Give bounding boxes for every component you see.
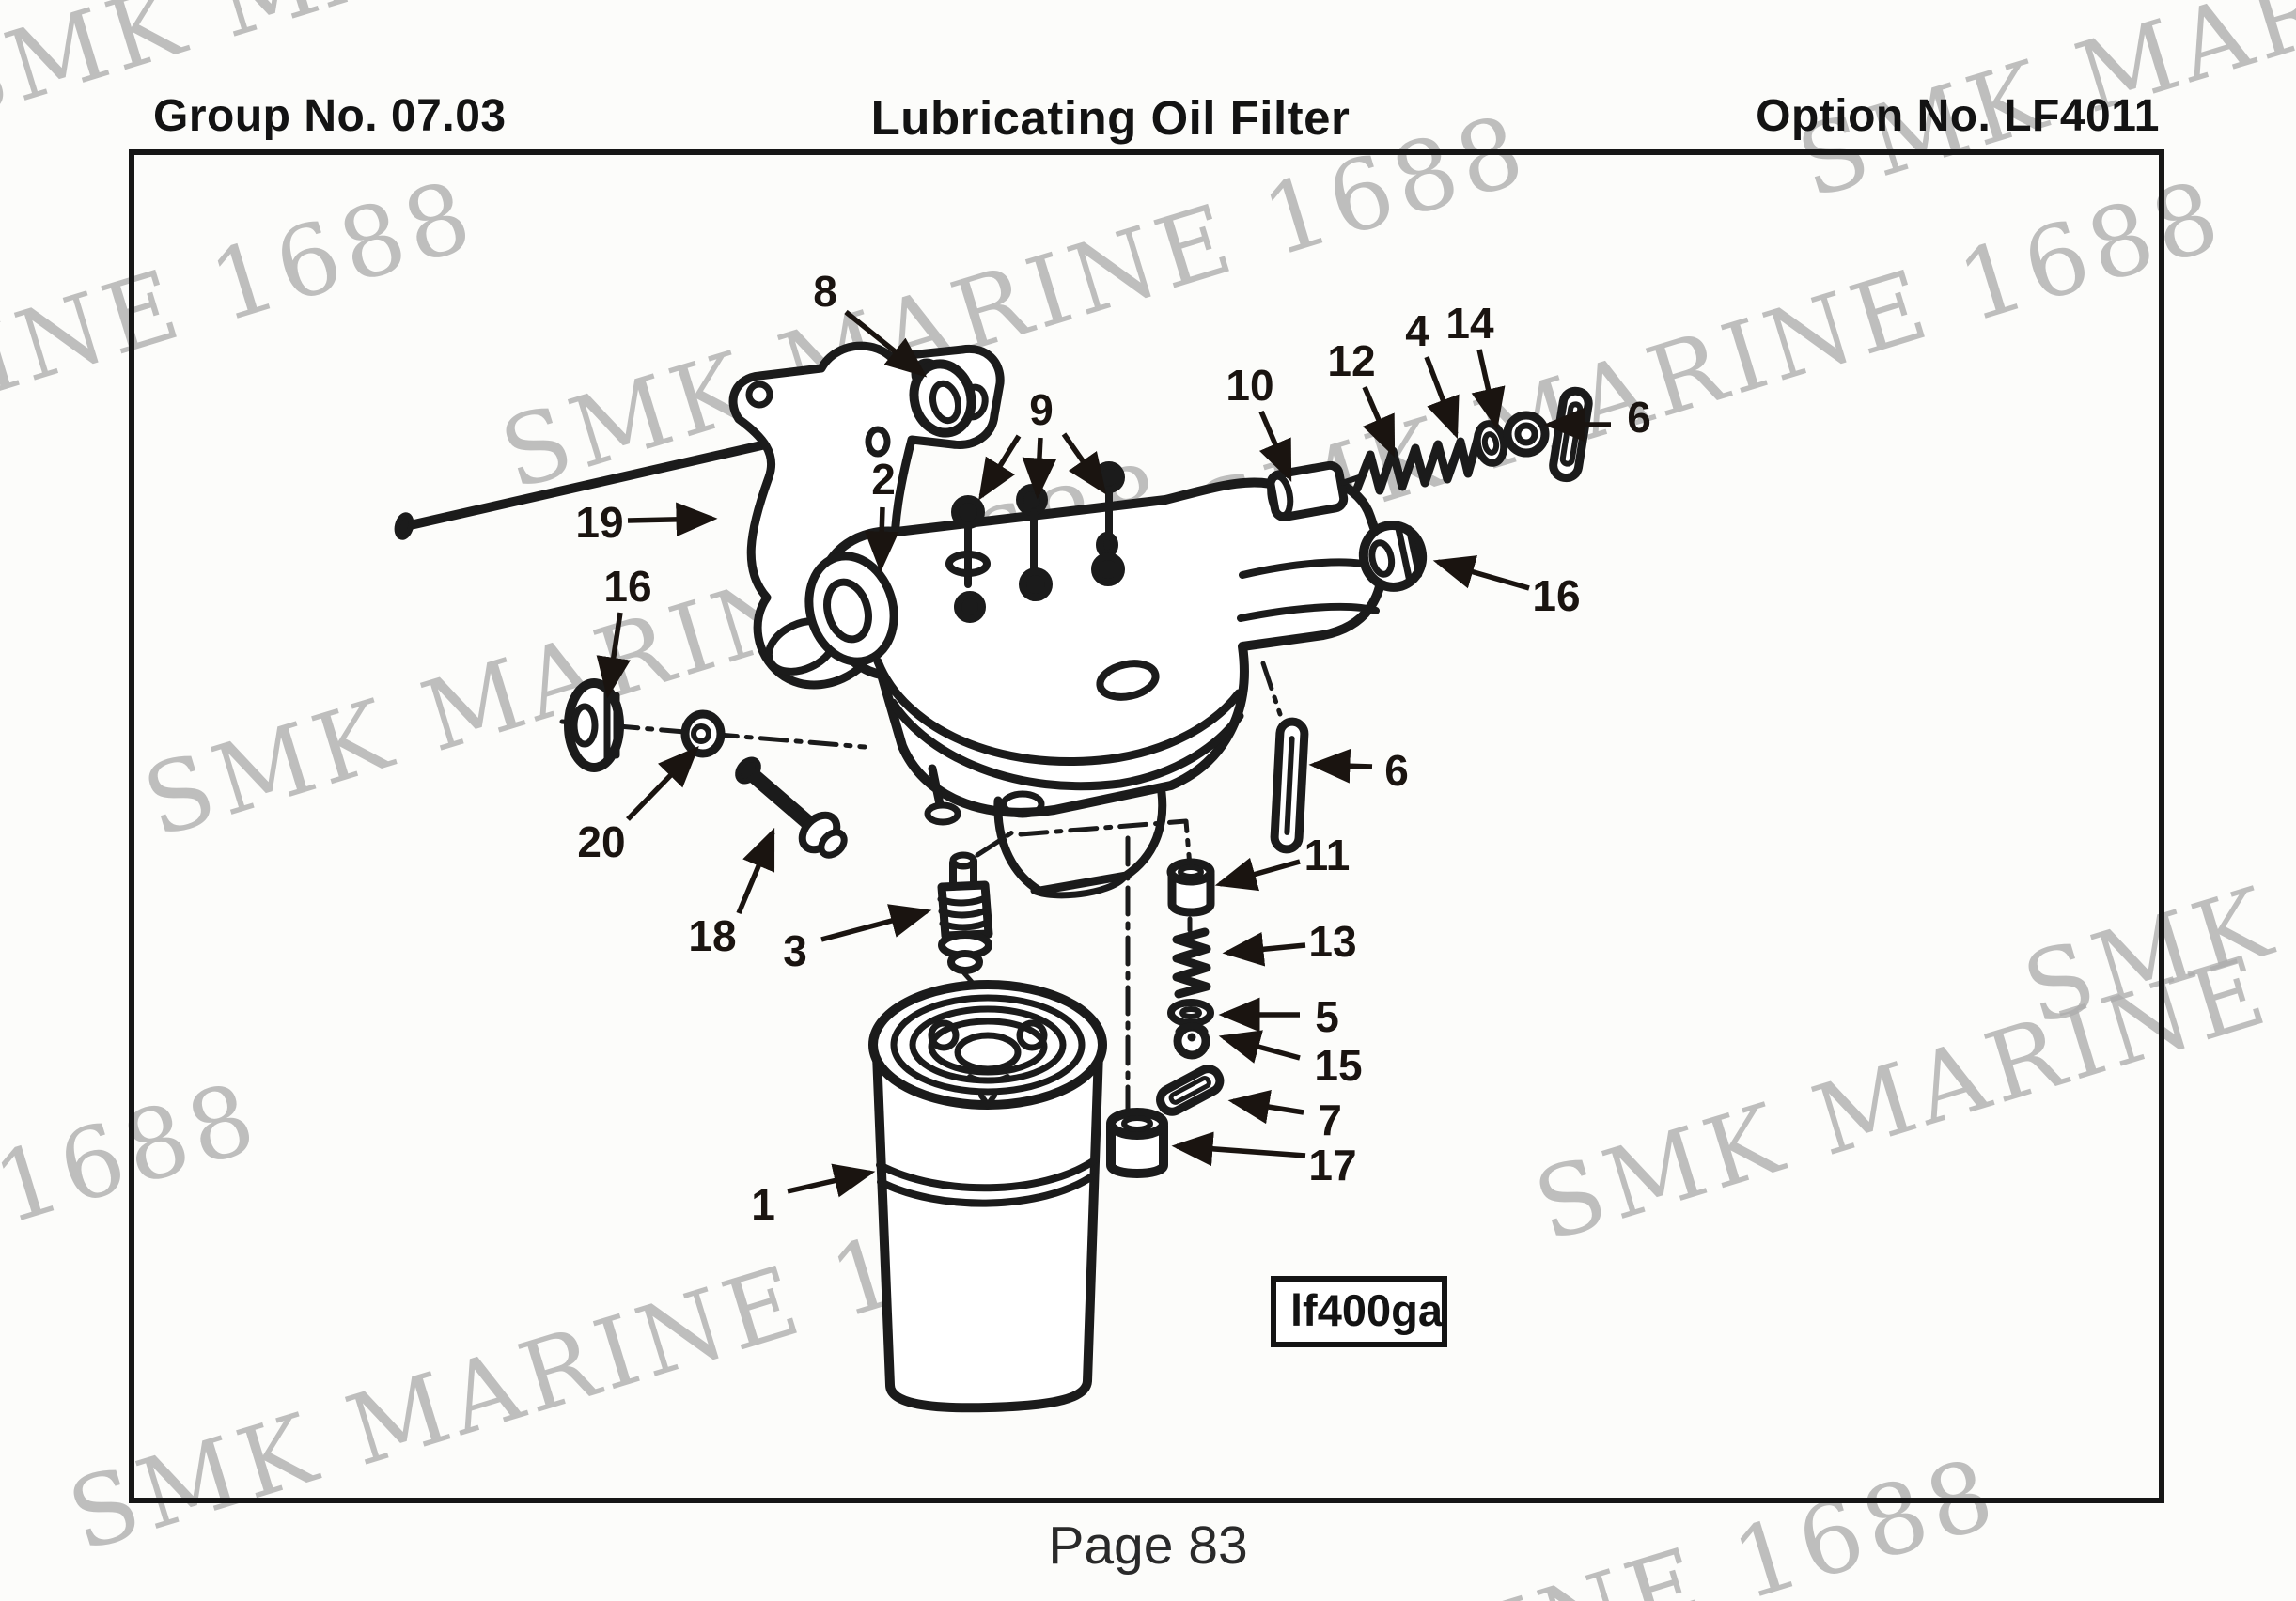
- callout-4: 4: [1405, 306, 1429, 355]
- valve-spring-13: [1172, 927, 1211, 999]
- callout-17: 17: [1308, 1141, 1356, 1189]
- callout-20-arrow: [626, 746, 699, 821]
- callout-14-arrow: [1471, 349, 1506, 430]
- callout-12: 12: [1327, 336, 1375, 385]
- figure-border: [129, 149, 2164, 1503]
- callout-11: 11: [1304, 831, 1351, 879]
- callout-2: 2: [871, 455, 896, 504]
- cap-17: [1106, 1108, 1168, 1178]
- oil-filter-cartridge: [868, 980, 1107, 1413]
- bypass-valve-parts: [1106, 858, 1225, 1178]
- option-number: Option No. LF4011: [1756, 91, 2160, 141]
- roll-pin-7: [1156, 1065, 1225, 1116]
- callout-4-arrow: [1424, 356, 1460, 440]
- callout-19-arrow: [627, 502, 718, 537]
- callout-2-arrow: [864, 506, 899, 573]
- grommet-seal: [909, 359, 976, 438]
- callout-1: 1: [751, 1180, 775, 1229]
- callout-3: 3: [783, 926, 807, 975]
- callout-6: 6: [1384, 746, 1409, 795]
- callout-18: 18: [688, 911, 736, 960]
- washer-5: [1167, 999, 1214, 1027]
- knurled-plug-right: [1358, 521, 1428, 592]
- callout-16: 16: [603, 562, 651, 611]
- figure-tag-box: lf400ga: [1271, 1276, 1447, 1347]
- callout-12-arrow: [1362, 385, 1396, 459]
- clip-pin-upper: [1549, 386, 1593, 483]
- callout-7-arrow: [1227, 1089, 1304, 1125]
- group-number: Group No. 07.03: [153, 91, 507, 141]
- callout-8: 8: [813, 267, 837, 316]
- callout-9: 9: [1029, 385, 1054, 434]
- roll-pin-lower: [1270, 717, 1309, 854]
- callout-11-arrow: [1214, 857, 1301, 892]
- callout-19: 19: [575, 498, 623, 547]
- callout-8-arrow: [844, 309, 928, 378]
- knurled-washer-left: [564, 678, 624, 772]
- callout-16-arrow: [1432, 555, 1530, 591]
- page-number: Page 83: [1048, 1516, 1248, 1576]
- small-washer: [680, 709, 726, 758]
- valve-seat: [1503, 411, 1550, 458]
- filter-head-housing: [804, 474, 1387, 899]
- callout-7: 7: [1318, 1096, 1342, 1144]
- callout-6-arrow: [1308, 748, 1373, 784]
- callout-16: 16: [1532, 571, 1580, 620]
- callout-13: 13: [1308, 917, 1356, 966]
- callout-3-arrow: [820, 904, 932, 942]
- callout-15: 15: [1314, 1041, 1362, 1090]
- valve-plunger: [1266, 460, 1349, 521]
- page-title: Lubricating Oil Filter: [870, 91, 1351, 145]
- relief-spring: [1352, 435, 1482, 495]
- callout-15-arrow: [1218, 1030, 1301, 1064]
- callout-10-arrow: [1258, 410, 1292, 483]
- callout-9-arrow: [978, 434, 1022, 501]
- valve-cup-11: [1166, 858, 1215, 917]
- bolt-18: [735, 756, 848, 859]
- valve-ball-15: [1173, 1022, 1210, 1060]
- callout-18-arrow: [736, 827, 775, 915]
- washer-4: [1473, 420, 1508, 467]
- callout-17-arrow: [1171, 1131, 1306, 1167]
- callout-9-arrow: [1061, 432, 1107, 495]
- callout-1-arrow: [787, 1163, 876, 1198]
- callout-13-arrow: [1222, 932, 1306, 967]
- callout-6: 6: [1627, 393, 1651, 442]
- callout-14: 14: [1445, 299, 1494, 348]
- callout-20: 20: [577, 817, 625, 866]
- callout-5: 5: [1315, 992, 1339, 1041]
- callout-9-arrow: [1022, 437, 1057, 500]
- callout-10: 10: [1226, 361, 1273, 410]
- threaded-adapter: [937, 851, 993, 974]
- callout-16-arrow: [596, 612, 631, 699]
